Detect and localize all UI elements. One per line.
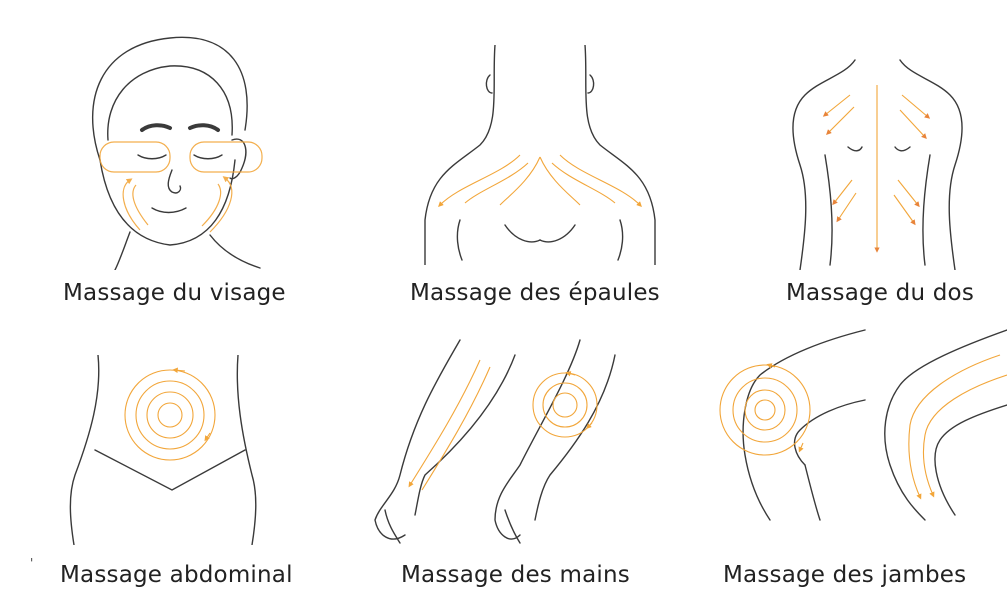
caption-face-massage: Massage du visage: [63, 280, 286, 306]
arm-massage-illustration: [370, 335, 630, 550]
stray-mark: ': [30, 556, 33, 570]
caption-abdomen-massage: Massage abdominal: [60, 562, 293, 588]
leg-massage-illustration: [715, 325, 1007, 525]
caption-leg-massage: Massage des jambes: [723, 562, 966, 588]
caption-shoulders-massage: Massage des épaules: [410, 280, 660, 306]
shoulders-massage-icon: [420, 45, 660, 265]
back-massage-icon: [780, 55, 980, 270]
leg-massage-icon: [715, 325, 1007, 525]
abdomen-massage-icon: [60, 355, 260, 545]
shoulders-massage-illustration: [420, 45, 660, 265]
face-massage-icon: [60, 20, 320, 270]
caption-arm-massage: Massage des mains: [401, 562, 630, 588]
arm-massage-icon: [370, 335, 630, 550]
face-massage-illustration: [60, 20, 320, 270]
abdomen-massage-illustration: [60, 355, 260, 545]
caption-back-massage: Massage du dos: [786, 280, 974, 306]
back-massage-illustration: [780, 55, 980, 270]
